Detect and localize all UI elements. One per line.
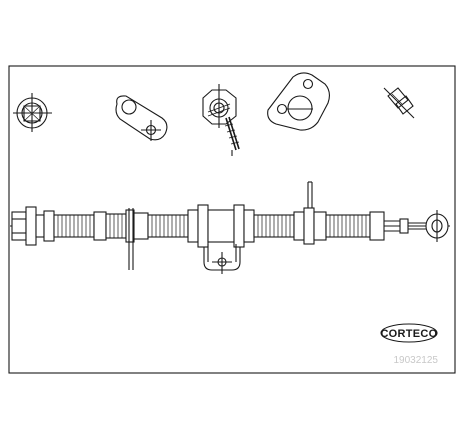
three-hole-flange-icon [267, 72, 331, 131]
collar [25, 206, 37, 246]
part-number: 19032125 [394, 355, 439, 366]
banjo-fitting-front-view-icon [13, 93, 52, 132]
logo-text: CORTECO [380, 328, 437, 340]
bracket-with-bolt-icon [202, 84, 240, 156]
brake-hose-assembly [10, 181, 450, 274]
hose-segment [325, 214, 371, 238]
mounting-bracket-2 [303, 207, 315, 245]
bleed-nipple-icon [383, 87, 415, 119]
corteco-logo: CORTECO [380, 323, 438, 343]
hex-nut [11, 211, 27, 241]
drawing-frame [8, 65, 456, 374]
bracket-with-hole-icon [115, 95, 168, 141]
centre-clip [197, 204, 209, 248]
